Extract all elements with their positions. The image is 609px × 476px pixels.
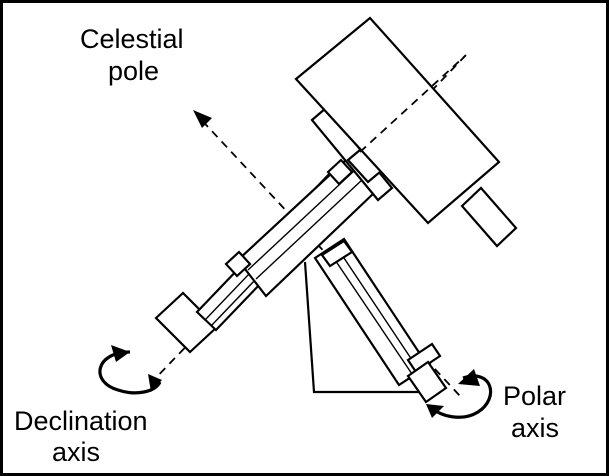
celestial-pole-arrowhead [193, 110, 212, 128]
polar-axis-housing [313, 237, 442, 387]
declination-rotation-arrow-icon [98, 345, 162, 395]
celestial-pole-label-line2: pole [108, 56, 159, 86]
telescope-tube [294, 16, 501, 225]
declination-axis-label-line1: Declination [14, 406, 148, 436]
optical-axis-line [359, 54, 467, 153]
polar-rotation-arrow-icon [426, 369, 493, 419]
mount-pier [303, 261, 432, 394]
eyepiece [460, 186, 518, 248]
declination-axis-housing [195, 158, 377, 332]
declination-axis-label-line2: axis [52, 437, 100, 467]
celestial-pole-label-line1: Celestial [80, 24, 184, 54]
polar-axis-label-line2: axis [511, 413, 559, 443]
polar-axis-base-block [406, 360, 448, 404]
polar-axis-label-line1: Polar [503, 381, 566, 411]
